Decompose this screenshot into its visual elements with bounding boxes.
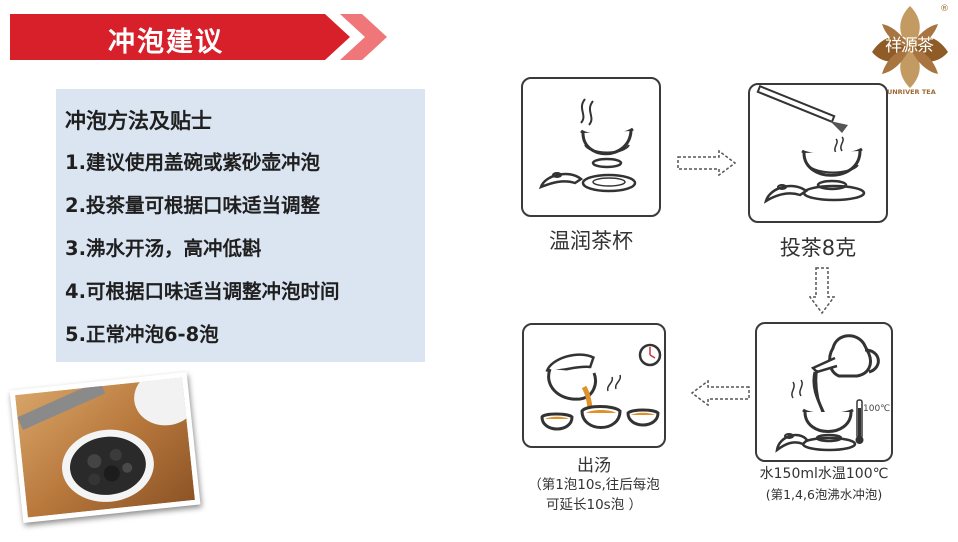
tip-item: 3.沸水开汤，高冲低斟 [65, 237, 262, 260]
step-pour-water [755, 322, 893, 462]
brand-leaf-icon [872, 6, 948, 88]
step-serve-note-line2: 可延长10s泡 ） [545, 497, 642, 513]
step-warm-cups-label: 温润茶杯 [549, 229, 633, 253]
tips-panel: 冲泡方法及贴士 1.建议使用盖碗或紫砂壶冲泡 2.投茶量可根据口味适当调整 3.… [56, 89, 425, 362]
step-warm-cups [521, 77, 661, 217]
tea-brewing-photo [9, 372, 201, 523]
outline-arrow-icon [677, 150, 737, 176]
step-pour-water-line1: 水150ml水温100℃ [759, 466, 889, 482]
step-add-tea [748, 83, 888, 223]
tea-scoop-icon [756, 84, 866, 204]
tips-title: 冲泡方法及贴士 [65, 109, 212, 133]
tip-item: 2.投茶量可根据口味适当调整 [65, 194, 320, 217]
brand-name: 祥源茶 [885, 36, 934, 56]
thermometer-label: 100℃ [863, 404, 891, 414]
gaiwan-icon [538, 98, 637, 193]
outline-arrow-icon [690, 380, 750, 406]
outline-arrow-icon [809, 267, 835, 315]
banner-shape [10, 14, 387, 60]
brand-english-name: SUNRIVER TEA [882, 88, 936, 96]
tip-item: 1.建议使用盖碗或紫砂壶冲泡 [65, 151, 320, 174]
gaiwan-icon [540, 343, 662, 431]
step-serve [522, 323, 666, 448]
step-pour-water-line2: (第1,4,6泡沸水冲泡) [765, 487, 883, 502]
tip-item: 5.正常冲泡6-8泡 [65, 323, 219, 346]
tea-photo-icon [15, 377, 195, 518]
page-title: 冲泡建议 [108, 27, 224, 58]
brand-logo: ® 祥源茶 SUNRIVER TEA [870, 4, 954, 100]
registered-mark: ® [940, 4, 949, 14]
header-banner: 冲泡建议 [10, 14, 387, 60]
step-serve-label: 出汤 [577, 456, 611, 476]
step-serve-note-line1: （第1泡10s,往后每泡 [528, 477, 660, 493]
step-add-tea-label: 投茶8克 [779, 236, 857, 260]
kettle-icon [775, 334, 880, 453]
tip-item: 4.可根据口味适当调整冲泡时间 [65, 280, 340, 303]
